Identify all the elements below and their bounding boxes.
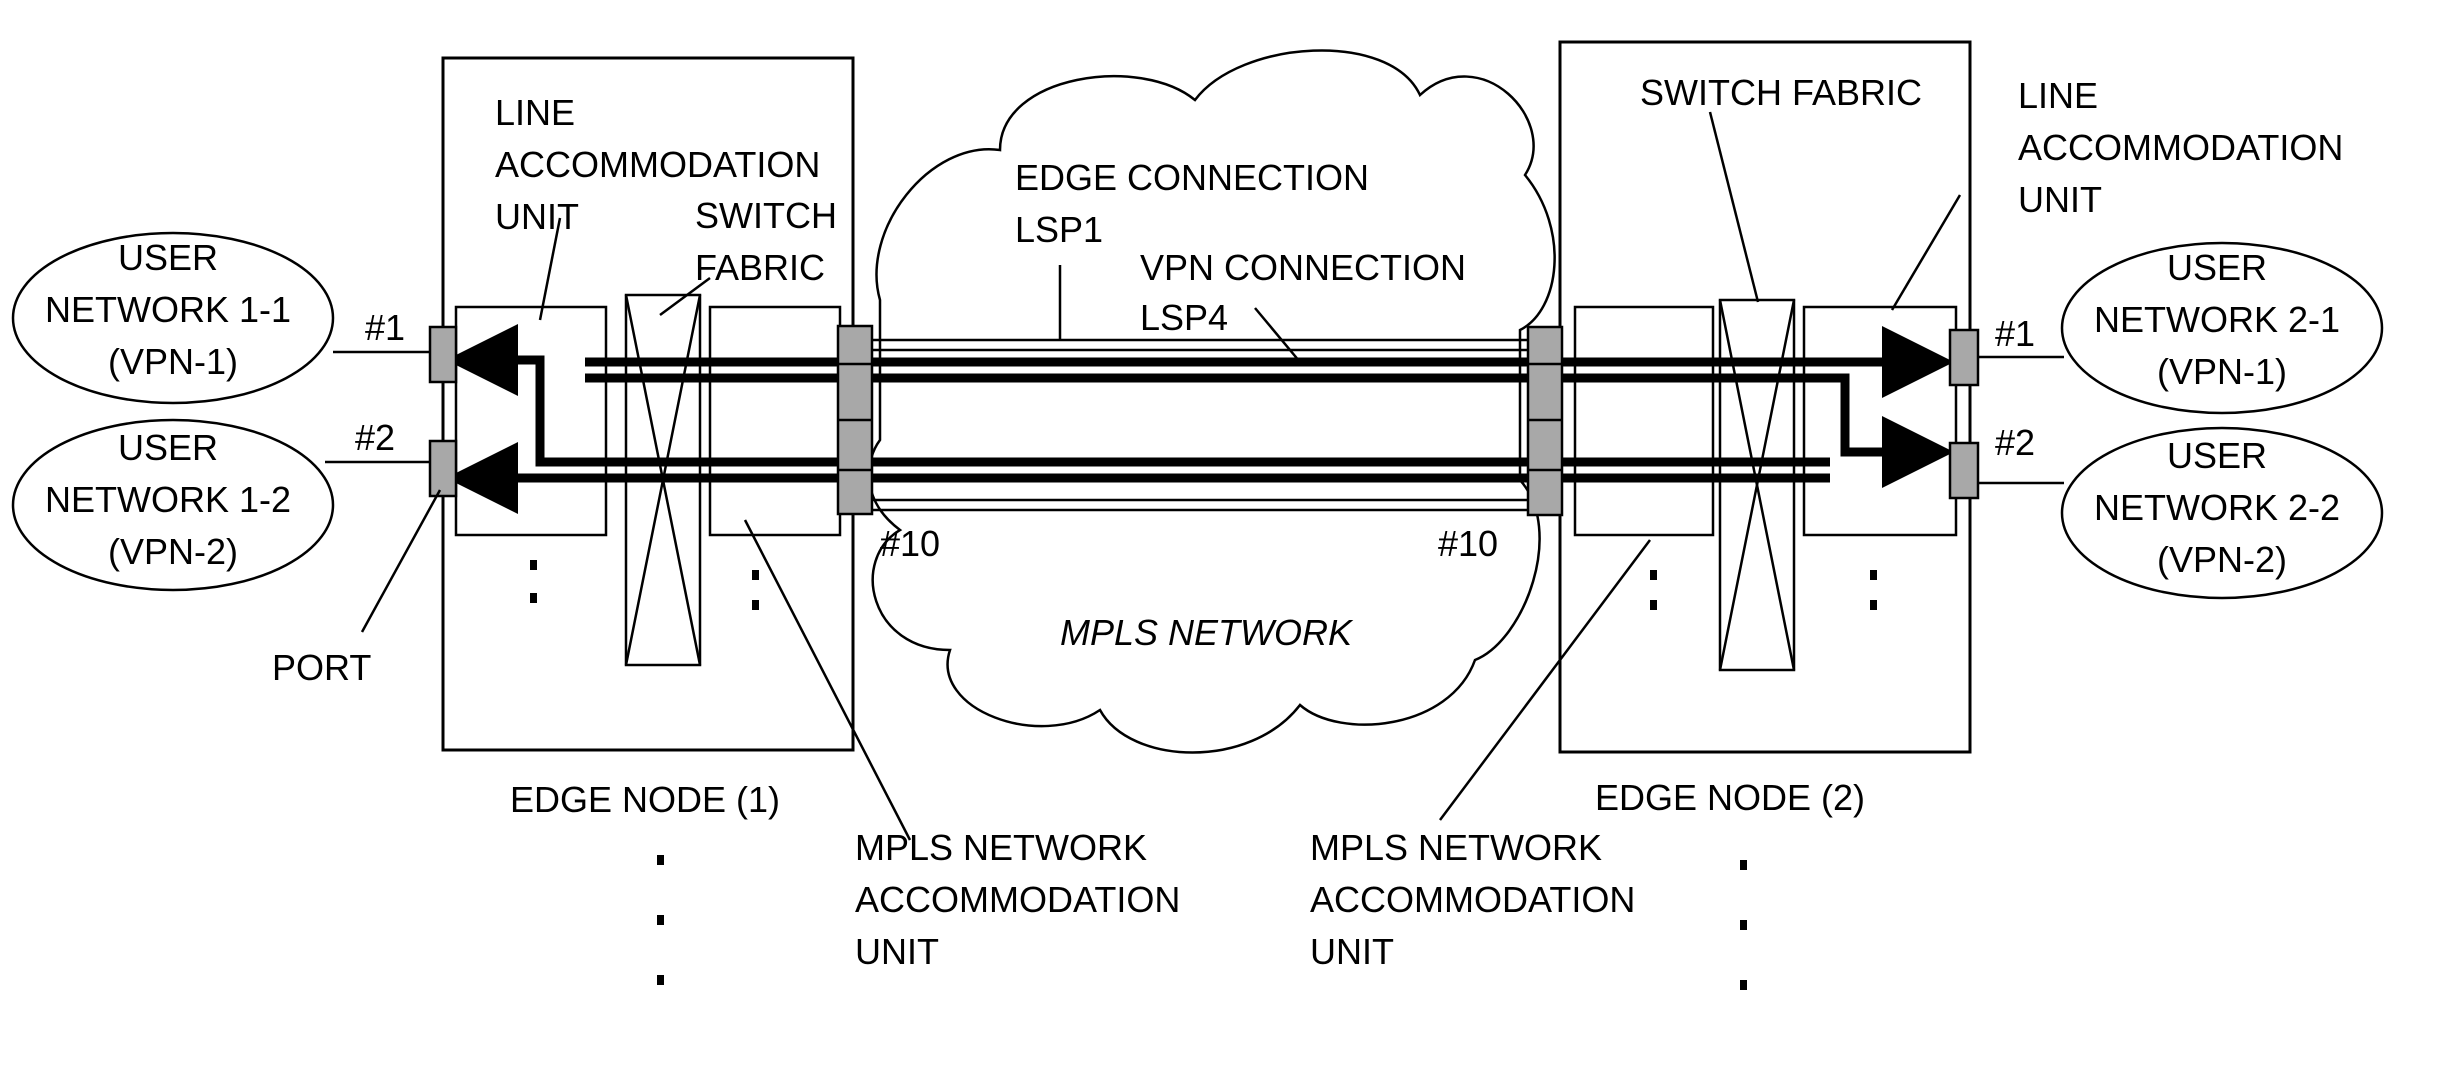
edge1-mpls-unit-label: MPLS NETWORK ACCOMMODATION UNIT xyxy=(855,827,1190,972)
user-2-1-label: USER NETWORK 2-1 (VPN-1) xyxy=(2094,247,2350,392)
edge2-title: EDGE NODE (2) xyxy=(1595,777,1865,818)
edge2-port10-label: #10 xyxy=(1438,523,1498,564)
edge2-port-1 xyxy=(1950,330,1978,385)
edge-node-2-box xyxy=(1560,42,1970,752)
leader-lsp4 xyxy=(1255,308,1300,362)
edge1-port-2 xyxy=(430,441,456,496)
edge2-port2-label: #2 xyxy=(1995,422,2035,463)
edge1-port1-label: #1 xyxy=(365,307,405,348)
vpn-connection-label: VPN CONNECTION LSP4 xyxy=(1140,247,1476,338)
edge2-port1-label: #1 xyxy=(1995,313,2035,354)
edge1-port10-label: #10 xyxy=(880,523,940,564)
edge2-port-2 xyxy=(1950,443,1978,498)
leader-edge1-port xyxy=(362,490,440,632)
edge1-title: EDGE NODE (1) xyxy=(510,779,780,820)
edge1-port-label: PORT xyxy=(272,647,371,688)
edge2-switch-fabric-label: SWITCH FABRIC xyxy=(1640,72,1922,113)
edge2-line-unit-label: LINE ACCOMMODATION UNIT xyxy=(2018,75,2353,220)
user-1-1-label: USER NETWORK 1-1 (VPN-1) xyxy=(45,237,301,382)
user-2-2-label: USER NETWORK 2-2 (VPN-2) xyxy=(2094,435,2350,580)
edge2-mpls-unit-label: MPLS NETWORK ACCOMMODATION UNIT xyxy=(1310,827,1645,972)
edge1-port2-label: #2 xyxy=(355,417,395,458)
edge-connection-label: EDGE CONNECTION LSP1 xyxy=(1015,157,1379,250)
edge1-port-1 xyxy=(430,327,456,382)
mpls-network-label: MPLS NETWORK xyxy=(1060,612,1354,653)
user-1-2-label: USER NETWORK 1-2 (VPN-2) xyxy=(45,427,301,572)
